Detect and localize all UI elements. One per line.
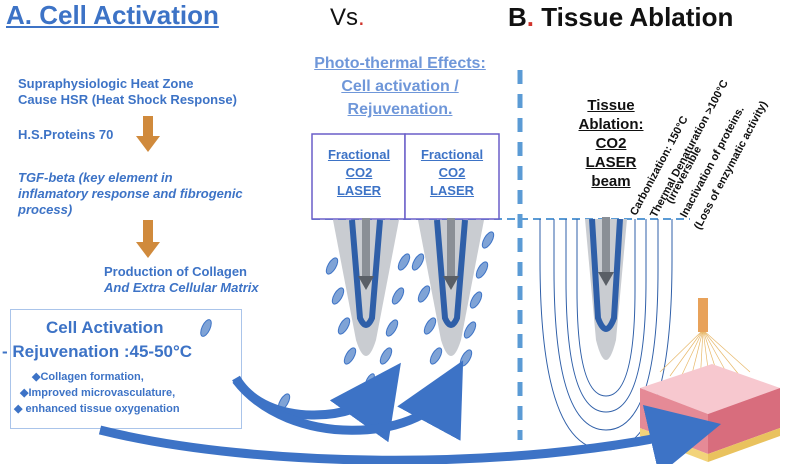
bullet-text: Improved microvasculature,	[28, 387, 176, 399]
rejuvenation-temp: - Rejuvenation :45-50°C	[2, 342, 193, 361]
laser-box-2	[404, 133, 500, 220]
tgf-text: TGF-beta (key element in inflamatory res…	[18, 170, 243, 218]
cell-activation-title: Cell Activation	[46, 318, 164, 337]
ablation-cone	[585, 217, 627, 360]
photothermal-title: Photo-thermal Effects: Cell activation /…	[282, 52, 518, 121]
ablation-line: Tissue Ablation:	[578, 97, 644, 133]
photothermal-line: Photo-thermal Effects:	[314, 55, 486, 72]
section-a-title: A. Cell Activation	[6, 0, 219, 30]
bullet-microvasculature: ◆Improved microvasculature,	[20, 387, 176, 399]
laser-label-1: Fractional CO2 LASER	[313, 146, 405, 200]
heat-zone-line: Supraphysiologic Heat Zone	[18, 76, 194, 91]
hsp-text: H.S.Proteins 70	[18, 127, 114, 142]
ablation-beam-label: Tissue Ablation: CO2 LASER beam	[556, 96, 666, 191]
arrow-tgf-to-collagen	[136, 220, 160, 258]
bullet-text: enhanced tissue oxygenation	[25, 403, 180, 415]
photothermal-line: Cell activation /	[341, 78, 459, 95]
arrow-hsp-to-tgf	[143, 143, 153, 153]
tgf-line: inflamatory response and fibrogenic	[18, 186, 243, 201]
laser-box-1	[311, 133, 406, 220]
tgf-line: process)	[18, 202, 73, 217]
versus-label: Vs.	[330, 4, 365, 32]
red-dot: .	[358, 4, 365, 31]
hsr-line: Cause HSR (Heat Shock Response)	[18, 92, 237, 107]
ablation-line: LASER	[585, 154, 637, 171]
versus-text: Vs	[330, 4, 359, 31]
collagen-line: Production of Collagen	[104, 264, 247, 279]
cone-1	[333, 218, 399, 356]
cell-oval	[200, 319, 212, 337]
collagen-text: Production of Collagen And Extra Cellula…	[104, 264, 259, 296]
laser-line: LASER	[429, 183, 475, 198]
laser-line: Fractional	[327, 147, 391, 162]
arrow-hsr-to-hsp	[136, 116, 160, 152]
laser-label-2: Fractional CO2 LASER	[406, 146, 498, 200]
laser-line: Fractional	[420, 147, 484, 162]
cone-2	[418, 218, 484, 356]
ablation-zones	[539, 219, 673, 451]
bullet-text: Collagen formation,	[40, 371, 144, 383]
bullet-oxygenation: ◆ enhanced tissue oxygenation	[14, 403, 180, 415]
tgf-line: TGF-beta (key element in	[18, 170, 173, 185]
section-b-title: B. Tissue Ablation	[508, 2, 733, 33]
section-b-text: Tissue Ablation	[541, 2, 734, 32]
laser-line: CO2	[438, 165, 466, 180]
laser-line: LASER	[336, 183, 382, 198]
ecm-line: And Extra Cellular Matrix	[104, 280, 259, 295]
ablation-line: CO2	[595, 135, 627, 152]
section-b-letter: B	[508, 2, 527, 32]
heat-zone-text: Supraphysiologic Heat Zone Cause HSR (He…	[18, 76, 237, 108]
flow-arrows	[98, 360, 722, 464]
photothermal-line: Rejuvenation.	[347, 101, 453, 118]
ablation-line: beam	[591, 173, 631, 190]
bullet-collagen: ◆Collagen formation,	[32, 371, 144, 383]
red-dot: .	[526, 2, 535, 32]
laser-line: CO2	[345, 165, 373, 180]
